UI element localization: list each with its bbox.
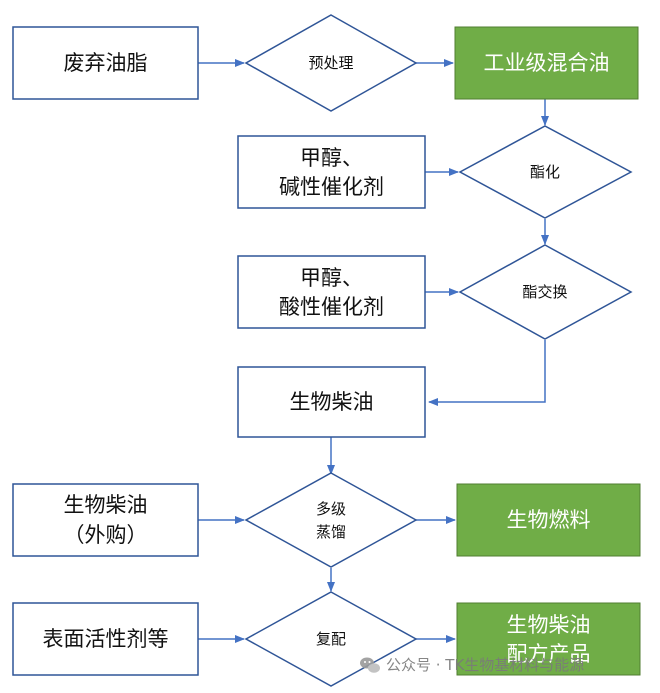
node-industrial-mixed-oil: 工业级混合油 bbox=[454, 26, 639, 100]
node-distill-line1: 多级 bbox=[316, 500, 346, 518]
watermark-text: 公众号 · TK生物基材料与能源 bbox=[386, 656, 584, 674]
node-methanol-acid-line2: 酸性催化剂 bbox=[279, 295, 384, 319]
node-methanol-base-line1: 甲醇、 bbox=[300, 146, 363, 170]
node-multistage-distillation: 多级 蒸馏 bbox=[244, 472, 418, 568]
node-surfactant-label: 表面活性剂等 bbox=[43, 627, 169, 651]
node-transesterification-label: 酯交换 bbox=[522, 283, 567, 301]
node-formulation-line2: 配方产品 bbox=[507, 642, 591, 666]
node-methanol-base-line2: 碱性催化剂 bbox=[279, 175, 384, 199]
watermark: 公众号 · TK生物基材料与能源 bbox=[360, 656, 584, 674]
node-biodiesel-formulation: 生物柴油 配方产品 bbox=[456, 602, 641, 676]
node-waste-oil: 废弃油脂 bbox=[12, 26, 199, 100]
node-purchased-line2: （外购） bbox=[64, 523, 148, 547]
node-waste-oil-label: 废弃油脂 bbox=[64, 51, 148, 75]
node-biodiesel-label: 生物柴油 bbox=[290, 390, 374, 414]
node-pretreatment: 预处理 bbox=[244, 14, 418, 112]
connectors bbox=[198, 59, 549, 643]
node-esterification-label: 酯化 bbox=[530, 163, 560, 181]
node-transesterification: 酯交换 bbox=[458, 244, 633, 340]
node-methanol-base-catalyst: 甲醇、 碱性催化剂 bbox=[237, 135, 426, 209]
node-distill-line2: 蒸馏 bbox=[316, 523, 346, 541]
node-purchased-biodiesel: 生物柴油 （外购） bbox=[12, 483, 199, 557]
wechat-icon bbox=[360, 657, 380, 673]
node-industrial-mixed-oil-label: 工业级混合油 bbox=[484, 51, 610, 75]
arrow-transester-to-biodiesel bbox=[428, 340, 546, 406]
node-esterification: 酯化 bbox=[458, 125, 633, 219]
node-methanol-acid-catalyst: 甲醇、 酸性催化剂 bbox=[237, 255, 426, 329]
node-compounding-label: 复配 bbox=[316, 630, 346, 648]
node-biofuel-label: 生物燃料 bbox=[507, 508, 591, 532]
node-purchased-line1: 生物柴油 bbox=[64, 493, 148, 517]
node-biofuel: 生物燃料 bbox=[456, 483, 641, 557]
node-pretreatment-label: 预处理 bbox=[308, 54, 353, 72]
node-methanol-acid-line1: 甲醇、 bbox=[300, 266, 363, 290]
node-formulation-line1: 生物柴油 bbox=[507, 613, 591, 637]
node-surfactant: 表面活性剂等 bbox=[12, 602, 199, 676]
node-biodiesel: 生物柴油 bbox=[237, 366, 426, 438]
